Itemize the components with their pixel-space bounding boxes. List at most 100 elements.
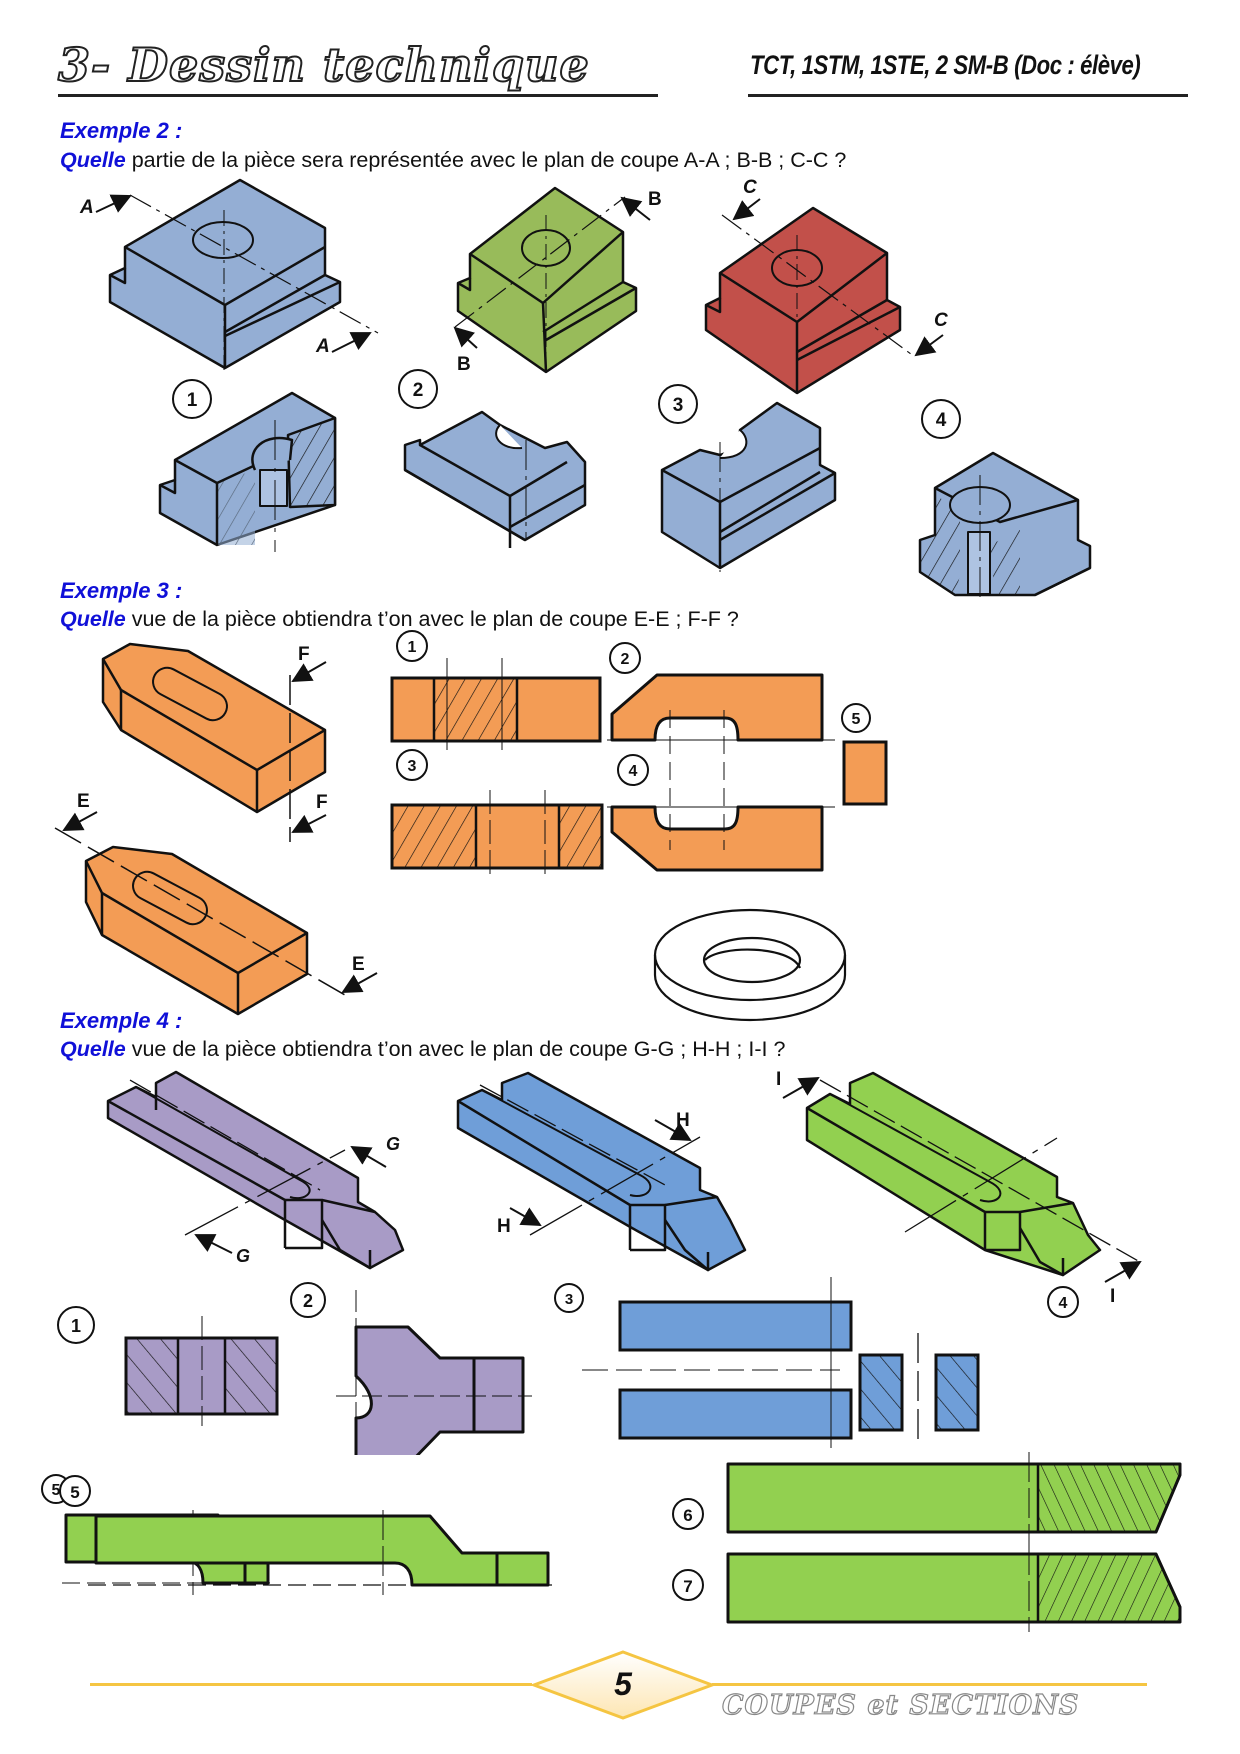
answer-3-view: [582, 1277, 853, 1448]
cut-label-i: I: [1110, 1286, 1115, 1307]
title-underline: [58, 94, 658, 97]
cut-arrow-b-top: B: [620, 189, 662, 221]
svg-text:3: 3: [408, 758, 417, 775]
svg-text:5: 5: [52, 1482, 61, 1499]
answer-6-section: [726, 1452, 1182, 1545]
answer-marker-4: 4: [617, 754, 649, 786]
cut-arrow-h-top: H: [654, 1110, 692, 1141]
cut-label-f: F: [316, 792, 328, 813]
svg-text:2: 2: [413, 380, 424, 401]
answer-marker-5: 5: [841, 703, 871, 733]
forked-bar-purple-gg: [106, 1070, 405, 1270]
svg-text:7: 7: [683, 1577, 692, 1596]
cut-arrow-c-top: C: [732, 177, 761, 221]
svg-text:4: 4: [936, 410, 947, 431]
answer-3-view: [390, 790, 604, 878]
answer-5-view-redraw: [88, 1510, 552, 1595]
question-lead: Quelle: [60, 148, 126, 172]
t-block-blue-aa: [108, 178, 379, 370]
cut-label-b: B: [457, 354, 471, 375]
svg-text:3: 3: [673, 395, 684, 416]
clamp-plate-ff: [101, 642, 327, 842]
answer-marker-4: 4: [1047, 1286, 1079, 1318]
cut-label-e: E: [77, 791, 90, 812]
answer-marker-3: 3: [396, 749, 428, 781]
svg-text:1: 1: [187, 390, 198, 411]
answer-marker-2: 2: [290, 1282, 326, 1318]
marker-6: 6: [672, 1498, 704, 1530]
answer-marker-4: 4: [921, 399, 961, 439]
answer-4-view: [858, 1333, 980, 1440]
cut-arrow-e-left: E: [62, 791, 98, 831]
svg-text:5: 5: [70, 1483, 79, 1502]
marker-5: 5: [59, 1475, 91, 1507]
section-name: COUPES et SECTIONS: [721, 1689, 1080, 1721]
marker-7: 7: [672, 1569, 704, 1601]
answer-4-view: [607, 710, 835, 872]
example-3-question: Quelle vue de la pièce obtiendra t’on av…: [60, 607, 739, 632]
cut-arrow-g-bottom: G: [194, 1234, 250, 1266]
cut-label-i: I: [776, 1069, 781, 1090]
answer-1-section-view: [158, 391, 337, 552]
question-lead: Quelle: [60, 1037, 126, 1061]
washer-drawing: [653, 908, 847, 1022]
cut-label-c: C: [743, 177, 757, 198]
answer-5-view: [842, 740, 888, 806]
cut-arrow-h-bottom: H: [497, 1207, 542, 1237]
forked-bar-blue-hh: [456, 1071, 747, 1272]
cut-label-c: C: [934, 310, 948, 331]
answer-marker-1: 1: [57, 1306, 95, 1344]
cut-arrow-g-top: G: [350, 1134, 400, 1168]
footer-rule-right: [712, 1683, 1147, 1686]
clamp-plate-ee: [54, 827, 346, 1016]
cut-label-g: G: [386, 1134, 400, 1154]
cut-arrow-a-top: A: [79, 194, 132, 218]
answer-marker-2: 2: [609, 642, 641, 674]
answer-marker-3: 3: [658, 384, 698, 424]
t-block-red-cc: [704, 206, 916, 395]
page-number-diamond: [529, 1650, 717, 1720]
cut-label-h: H: [676, 1110, 690, 1131]
cut-label-e: E: [352, 954, 365, 975]
answer-marker-1: 1: [172, 379, 212, 419]
svg-text:1: 1: [71, 1316, 81, 1336]
answer-marker-1: 1: [396, 630, 428, 662]
svg-text:2: 2: [621, 651, 630, 668]
example-2-title: Exemple 2 :: [60, 118, 183, 143]
cut-label-f: F: [298, 644, 310, 665]
cut-arrow-i-top: I: [776, 1069, 820, 1099]
question-text: partie de la pièce sera représentée avec…: [125, 148, 847, 172]
cut-arrow-b-bottom: B: [453, 326, 478, 375]
answer-7-section: [726, 1545, 1182, 1632]
document-title: 3- Dessin technique: [57, 37, 590, 93]
cut-arrow-i-bottom: I: [1104, 1261, 1142, 1307]
svg-text:1: 1: [408, 639, 417, 656]
cut-arrow-e-right: E: [341, 954, 378, 993]
example-3-title: Exemple 3 :: [60, 578, 183, 603]
answer-marker-3: 3: [554, 1283, 584, 1313]
footer-rule-left: [90, 1683, 532, 1686]
svg-text:2: 2: [303, 1291, 313, 1311]
cut-label-a: A: [79, 197, 94, 218]
svg-text:4: 4: [1059, 1295, 1068, 1312]
question-text: vue de la pièce obtiendra t’on avec le p…: [125, 607, 739, 631]
answer-1-view: [390, 658, 602, 750]
cut-arrow-f-bottom: F: [291, 792, 328, 833]
cut-label-h: H: [497, 1216, 511, 1237]
answer-3-section-view: [660, 401, 837, 572]
question-lead: Quelle: [60, 607, 126, 631]
example-4-title: Exemple 4 :: [60, 1008, 183, 1033]
question-text: vue de la pièce obtiendra t’on avec le p…: [125, 1037, 786, 1061]
answer-2-view: [336, 1290, 532, 1475]
svg-text:4: 4: [629, 763, 638, 780]
cut-label-a: A: [315, 336, 330, 357]
cut-arrow-c-bottom: C: [914, 310, 948, 357]
svg-text:3: 3: [565, 1291, 573, 1308]
cut-arrow-f-top: F: [291, 644, 327, 682]
page-number: 5: [614, 1666, 632, 1702]
cut-label-b: B: [648, 189, 662, 210]
svg-text:6: 6: [683, 1506, 692, 1525]
t-block-green-bb: [454, 186, 638, 374]
